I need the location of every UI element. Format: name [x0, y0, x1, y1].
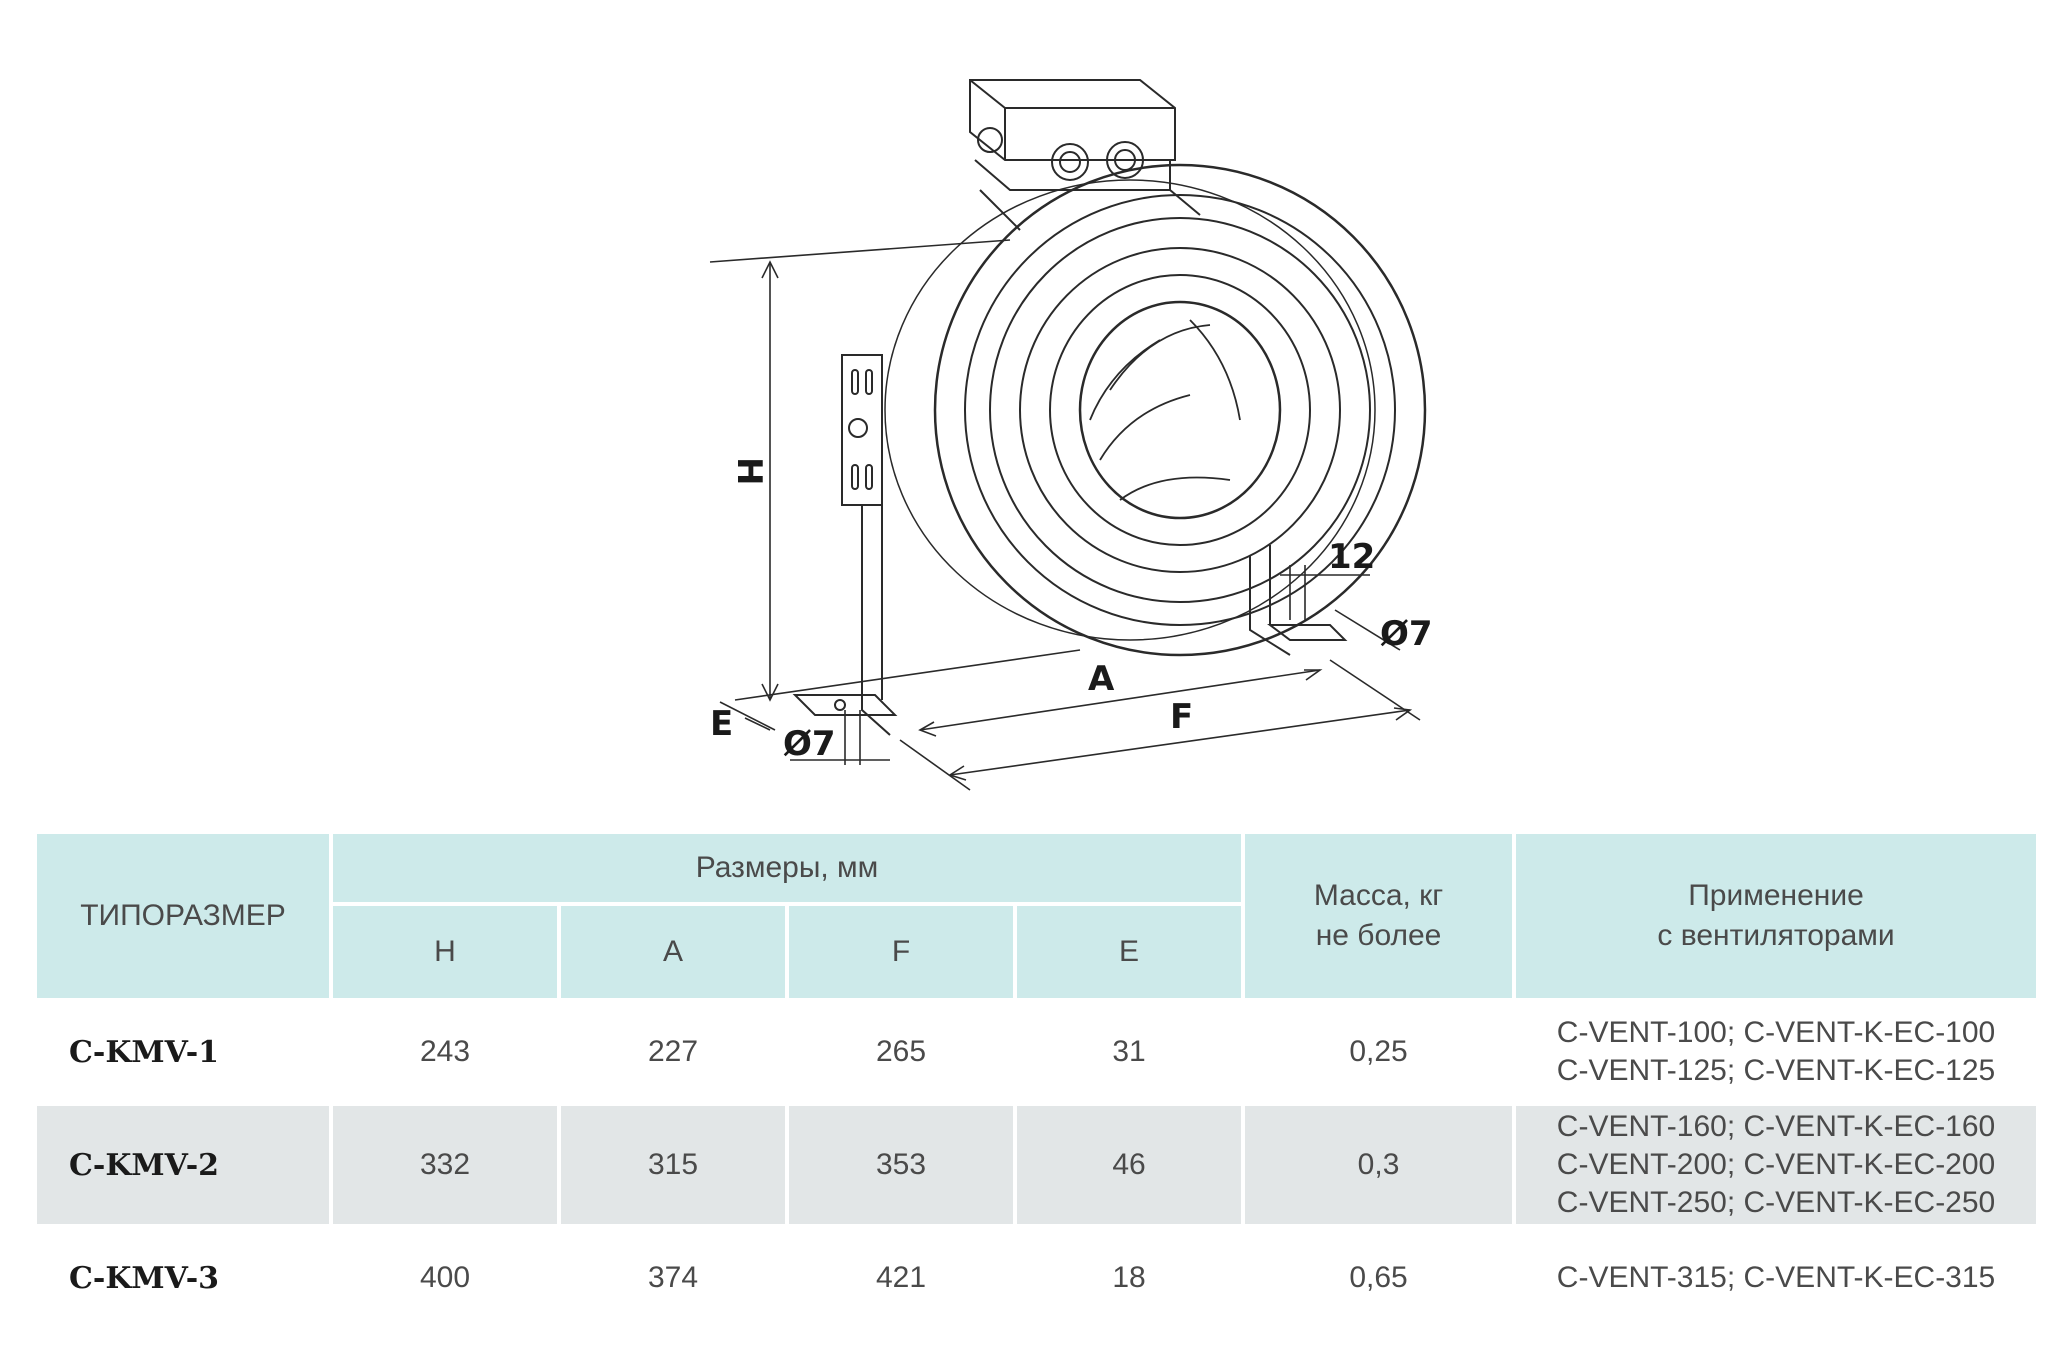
fan-line: C-VENT-200; C-VENT-K-EC-200 — [1556, 1148, 1996, 1181]
table-row: C-KMV-2 332 315 353 46 0,3 C-VENT-160; C… — [37, 1106, 2037, 1224]
junction-box — [969, 79, 1176, 191]
spec-table: ТИПОРАЗМЕР Размеры, мм Масса, кг не боле… — [33, 830, 2040, 1332]
model-cell: C-KMV-1 — [37, 1002, 329, 1102]
label-12: 12 — [1328, 537, 1375, 577]
cell-f: 353 — [789, 1106, 1013, 1224]
header-mass-line2: не более — [1315, 919, 1442, 952]
fan-line: C-VENT-250; C-VENT-K-EC-250 — [1556, 1186, 1996, 1219]
fan-line: C-VENT-315; C-VENT-K-EC-315 — [1556, 1261, 1996, 1294]
model-cell: C-KMV-2 — [37, 1106, 329, 1224]
label-d7-right: Ø7 — [1380, 614, 1433, 654]
header-col-a: A — [561, 906, 785, 998]
cell-h: 400 — [333, 1228, 557, 1328]
cell-e: 46 — [1017, 1106, 1242, 1224]
cell-fans: C-VENT-315; C-VENT-K-EC-315 — [1516, 1228, 2037, 1328]
table-row: C-KMV-1 243 227 265 31 0,25 C-VENT-100; … — [37, 1002, 2037, 1102]
table-row: C-KMV-3 400 374 421 18 0,65 C-VENT-315; … — [37, 1228, 2037, 1328]
cell-f: 421 — [789, 1228, 1013, 1328]
fan-mount-drawing: H A F E Ø7 Ø7 12 — [709, 79, 1433, 791]
drawing-svg: H A F E Ø7 Ø7 12 — [709, 79, 1433, 791]
label-d7-left: Ø7 — [783, 724, 836, 764]
cell-e: 31 — [1017, 1002, 1242, 1102]
header-mass-line1: Масса, кг — [1313, 879, 1444, 912]
header-dimensions: Размеры, мм — [333, 834, 1242, 902]
cell-mass: 0,25 — [1245, 1002, 1513, 1102]
fan-body — [884, 163, 1427, 657]
dimension-lines — [709, 239, 1421, 791]
header-usage-line2: с вентиляторами — [1657, 919, 1895, 952]
header-size-type: ТИПОРАЗМЕР — [37, 834, 329, 998]
cell-mass: 0,3 — [1245, 1106, 1513, 1224]
cell-h: 243 — [333, 1002, 557, 1102]
header-col-h: H — [333, 906, 557, 998]
fan-line: C-VENT-160; C-VENT-K-EC-160 — [1556, 1110, 1996, 1143]
impeller-blades — [1089, 319, 1241, 501]
label-a: A — [1088, 659, 1115, 699]
label-f: F — [1170, 697, 1193, 737]
legs — [792, 505, 1348, 736]
header-mass: Масса, кг не более — [1245, 834, 1513, 998]
cell-f: 265 — [789, 1002, 1013, 1102]
cell-a: 227 — [561, 1002, 785, 1102]
cell-e: 18 — [1017, 1228, 1242, 1328]
mounting-clamp — [841, 189, 1201, 506]
cell-a: 315 — [561, 1106, 785, 1224]
header-col-e: E — [1017, 906, 1242, 998]
cell-mass: 0,65 — [1245, 1228, 1513, 1328]
fan-line: C-VENT-100; C-VENT-K-EC-100 — [1556, 1016, 1996, 1049]
cell-a: 374 — [561, 1228, 785, 1328]
cell-fans: C-VENT-100; C-VENT-K-EC-100 C-VENT-125; … — [1516, 1002, 2037, 1102]
cell-h: 332 — [333, 1106, 557, 1224]
header-row-2: H A F E — [37, 906, 2036, 998]
label-e: E — [710, 704, 733, 744]
header-col-f: F — [789, 906, 1013, 998]
header-usage: Применение с вентиляторами — [1516, 834, 2037, 998]
header-usage-line1: Применение — [1688, 879, 1864, 912]
label-h: H — [729, 457, 769, 485]
model-cell: C-KMV-3 — [37, 1228, 329, 1328]
cell-fans: C-VENT-160; C-VENT-K-EC-160 C-VENT-200; … — [1516, 1106, 2037, 1224]
fan-line: C-VENT-125; C-VENT-K-EC-125 — [1556, 1054, 1996, 1087]
header-row-1: ТИПОРАЗМЕР Размеры, мм Масса, кг не боле… — [37, 834, 2037, 998]
